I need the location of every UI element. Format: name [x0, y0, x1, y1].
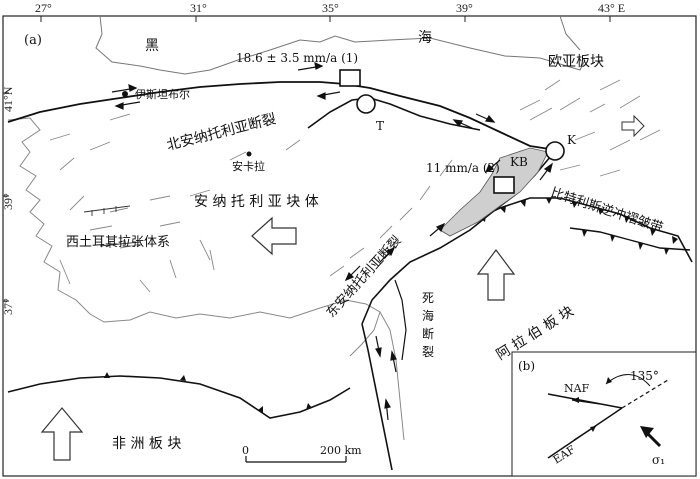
svg-text:断: 断 [422, 326, 434, 341]
arabia-motion-arrow [476, 249, 516, 301]
top-ticks [3, 16, 611, 302]
eurasian-plate-label: 欧亚板块 [548, 54, 604, 70]
tick-43: 43° E [598, 1, 625, 15]
istanbul-label: 伊斯坦布尔 [135, 87, 190, 101]
gps-station-1 [339, 69, 361, 87]
marker-k-label: K [567, 133, 577, 147]
african-plate-label: 非 洲 板 块 [112, 436, 181, 452]
ankara-dot [246, 151, 252, 157]
kb-label: KB [510, 155, 528, 169]
scale-bar: 0 200 km [242, 444, 362, 463]
minor-faults [49, 79, 661, 293]
tick-37n: 37° [1, 298, 15, 315]
dead-sea-fault [361, 323, 393, 471]
tick-27: 27° [35, 1, 52, 15]
west-turkey-label: 西土耳其拉张体系 [66, 235, 170, 250]
panel-b-label: (b) [518, 359, 535, 373]
anatolia-coast [7, 117, 381, 357]
rate-2-label: 11 mm/a (2) [426, 161, 500, 175]
gps-station-2 [493, 176, 515, 194]
marker-t-label: T [376, 119, 384, 133]
bitlis-thrust [469, 197, 693, 263]
tick-41n: 41°N [1, 86, 15, 112]
panel-a-label: (a) [24, 33, 42, 48]
normal-faults [83, 205, 141, 248]
arc-teeth [104, 372, 312, 413]
marker-t-circle [356, 94, 376, 114]
africa-motion-arrow [40, 407, 84, 461]
anatolia-motion-arrow [251, 216, 297, 256]
inset-dashed-line [621, 379, 669, 409]
bitlis-teeth-2 [582, 230, 669, 255]
naf-southern-branch [307, 97, 481, 131]
inset-frame [511, 351, 697, 477]
levant-coast [379, 311, 405, 441]
tick-39n: 39° [1, 193, 15, 210]
motion-arrows [111, 62, 553, 421]
inset-naf-line [547, 393, 623, 409]
black-sea-label-2: 海 [418, 30, 432, 46]
rate-1-label: 18.6 ± 3.5 mm/a (1) [236, 51, 358, 65]
ankara-label: 安卡拉 [232, 159, 265, 173]
coast-east [559, 15, 581, 51]
bitlis-teeth [480, 198, 678, 244]
inset-b: (b) 135° NAF EAF σ₁ [511, 351, 697, 477]
eurasia-motion-arrow [621, 114, 645, 138]
dsf-label: 死 海 断 裂 [422, 291, 434, 359]
map-frame [2, 15, 697, 477]
tick-35: 35° [322, 1, 339, 15]
svg-text:裂: 裂 [422, 345, 434, 359]
inset-sigma-label: σ₁ [652, 453, 665, 467]
north-anatolian-fault [7, 81, 557, 151]
bitlis-thrust-2 [569, 227, 691, 251]
tick-39: 39° [456, 1, 473, 15]
bitlis-label: 比特利斯逆冲褶皱带 [549, 185, 665, 236]
black-sea-label-1: 黑 [145, 38, 159, 54]
anatolian-block-label: 安 纳 托 利 亚 块 体 [194, 194, 319, 210]
svg-text:死: 死 [422, 291, 434, 305]
inset-naf-label: NAF [564, 382, 590, 395]
scale-end: 200 km [320, 444, 362, 457]
inset-angle-label: 135° [630, 369, 659, 383]
svg-text:海: 海 [422, 308, 434, 323]
dsf-branch [394, 279, 407, 361]
naf-label: 北安纳托利亚断裂 [165, 111, 278, 154]
black-sea-coast [95, 15, 586, 75]
scale-zero: 0 [242, 444, 249, 457]
istanbul-dot [122, 91, 128, 97]
tick-31: 31° [190, 1, 207, 15]
marker-k-circle [545, 141, 565, 161]
